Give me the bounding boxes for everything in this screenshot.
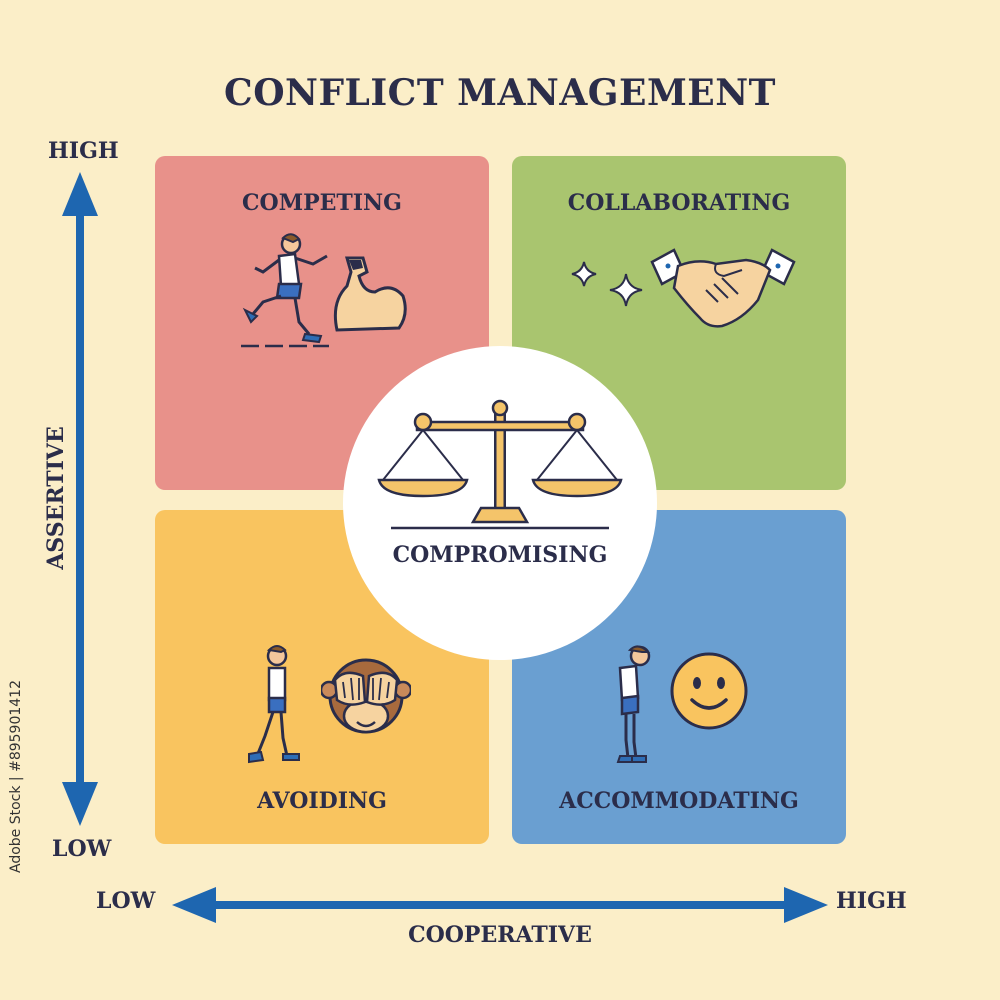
center-label-compromising: COMPROMISING	[392, 542, 608, 568]
sparkles-icon	[571, 261, 643, 307]
scales-icon	[377, 399, 623, 530]
watermark-text: Adobe Stock | #895901412	[8, 680, 24, 873]
center-circle-compromising: COMPROMISING	[343, 346, 657, 660]
y-axis-arrow	[62, 172, 98, 826]
x-axis-label: COOPERATIVE	[408, 922, 592, 948]
smiley-face-icon	[670, 652, 748, 730]
quadrant-accommodating-label: ACCOMMODATING	[559, 788, 799, 814]
quadrant-avoiding: AVOIDING	[155, 510, 489, 844]
y-axis-high-label: HIGH	[48, 138, 119, 164]
running-man-icon	[241, 233, 329, 348]
y-axis-label: ASSERTIVE	[43, 416, 69, 580]
handshake-icon	[650, 248, 796, 328]
walking-man-icon	[248, 645, 300, 764]
quadrant-collaborating-label: COLLABORATING	[567, 190, 791, 216]
page-title: CONFLICT MANAGEMENT	[224, 72, 776, 114]
quadrant-avoiding-label: AVOIDING	[257, 788, 387, 814]
x-axis-high-label: HIGH	[836, 888, 907, 914]
x-axis-arrow	[172, 887, 828, 923]
y-axis-low-label: LOW	[52, 836, 112, 862]
quadrant-competing-label: COMPETING	[242, 190, 402, 216]
flexed-arm-icon	[333, 256, 407, 332]
bowing-man-icon	[616, 645, 651, 763]
covering-eyes-monkey-icon	[321, 658, 411, 734]
x-axis-low-label: LOW	[96, 888, 156, 914]
